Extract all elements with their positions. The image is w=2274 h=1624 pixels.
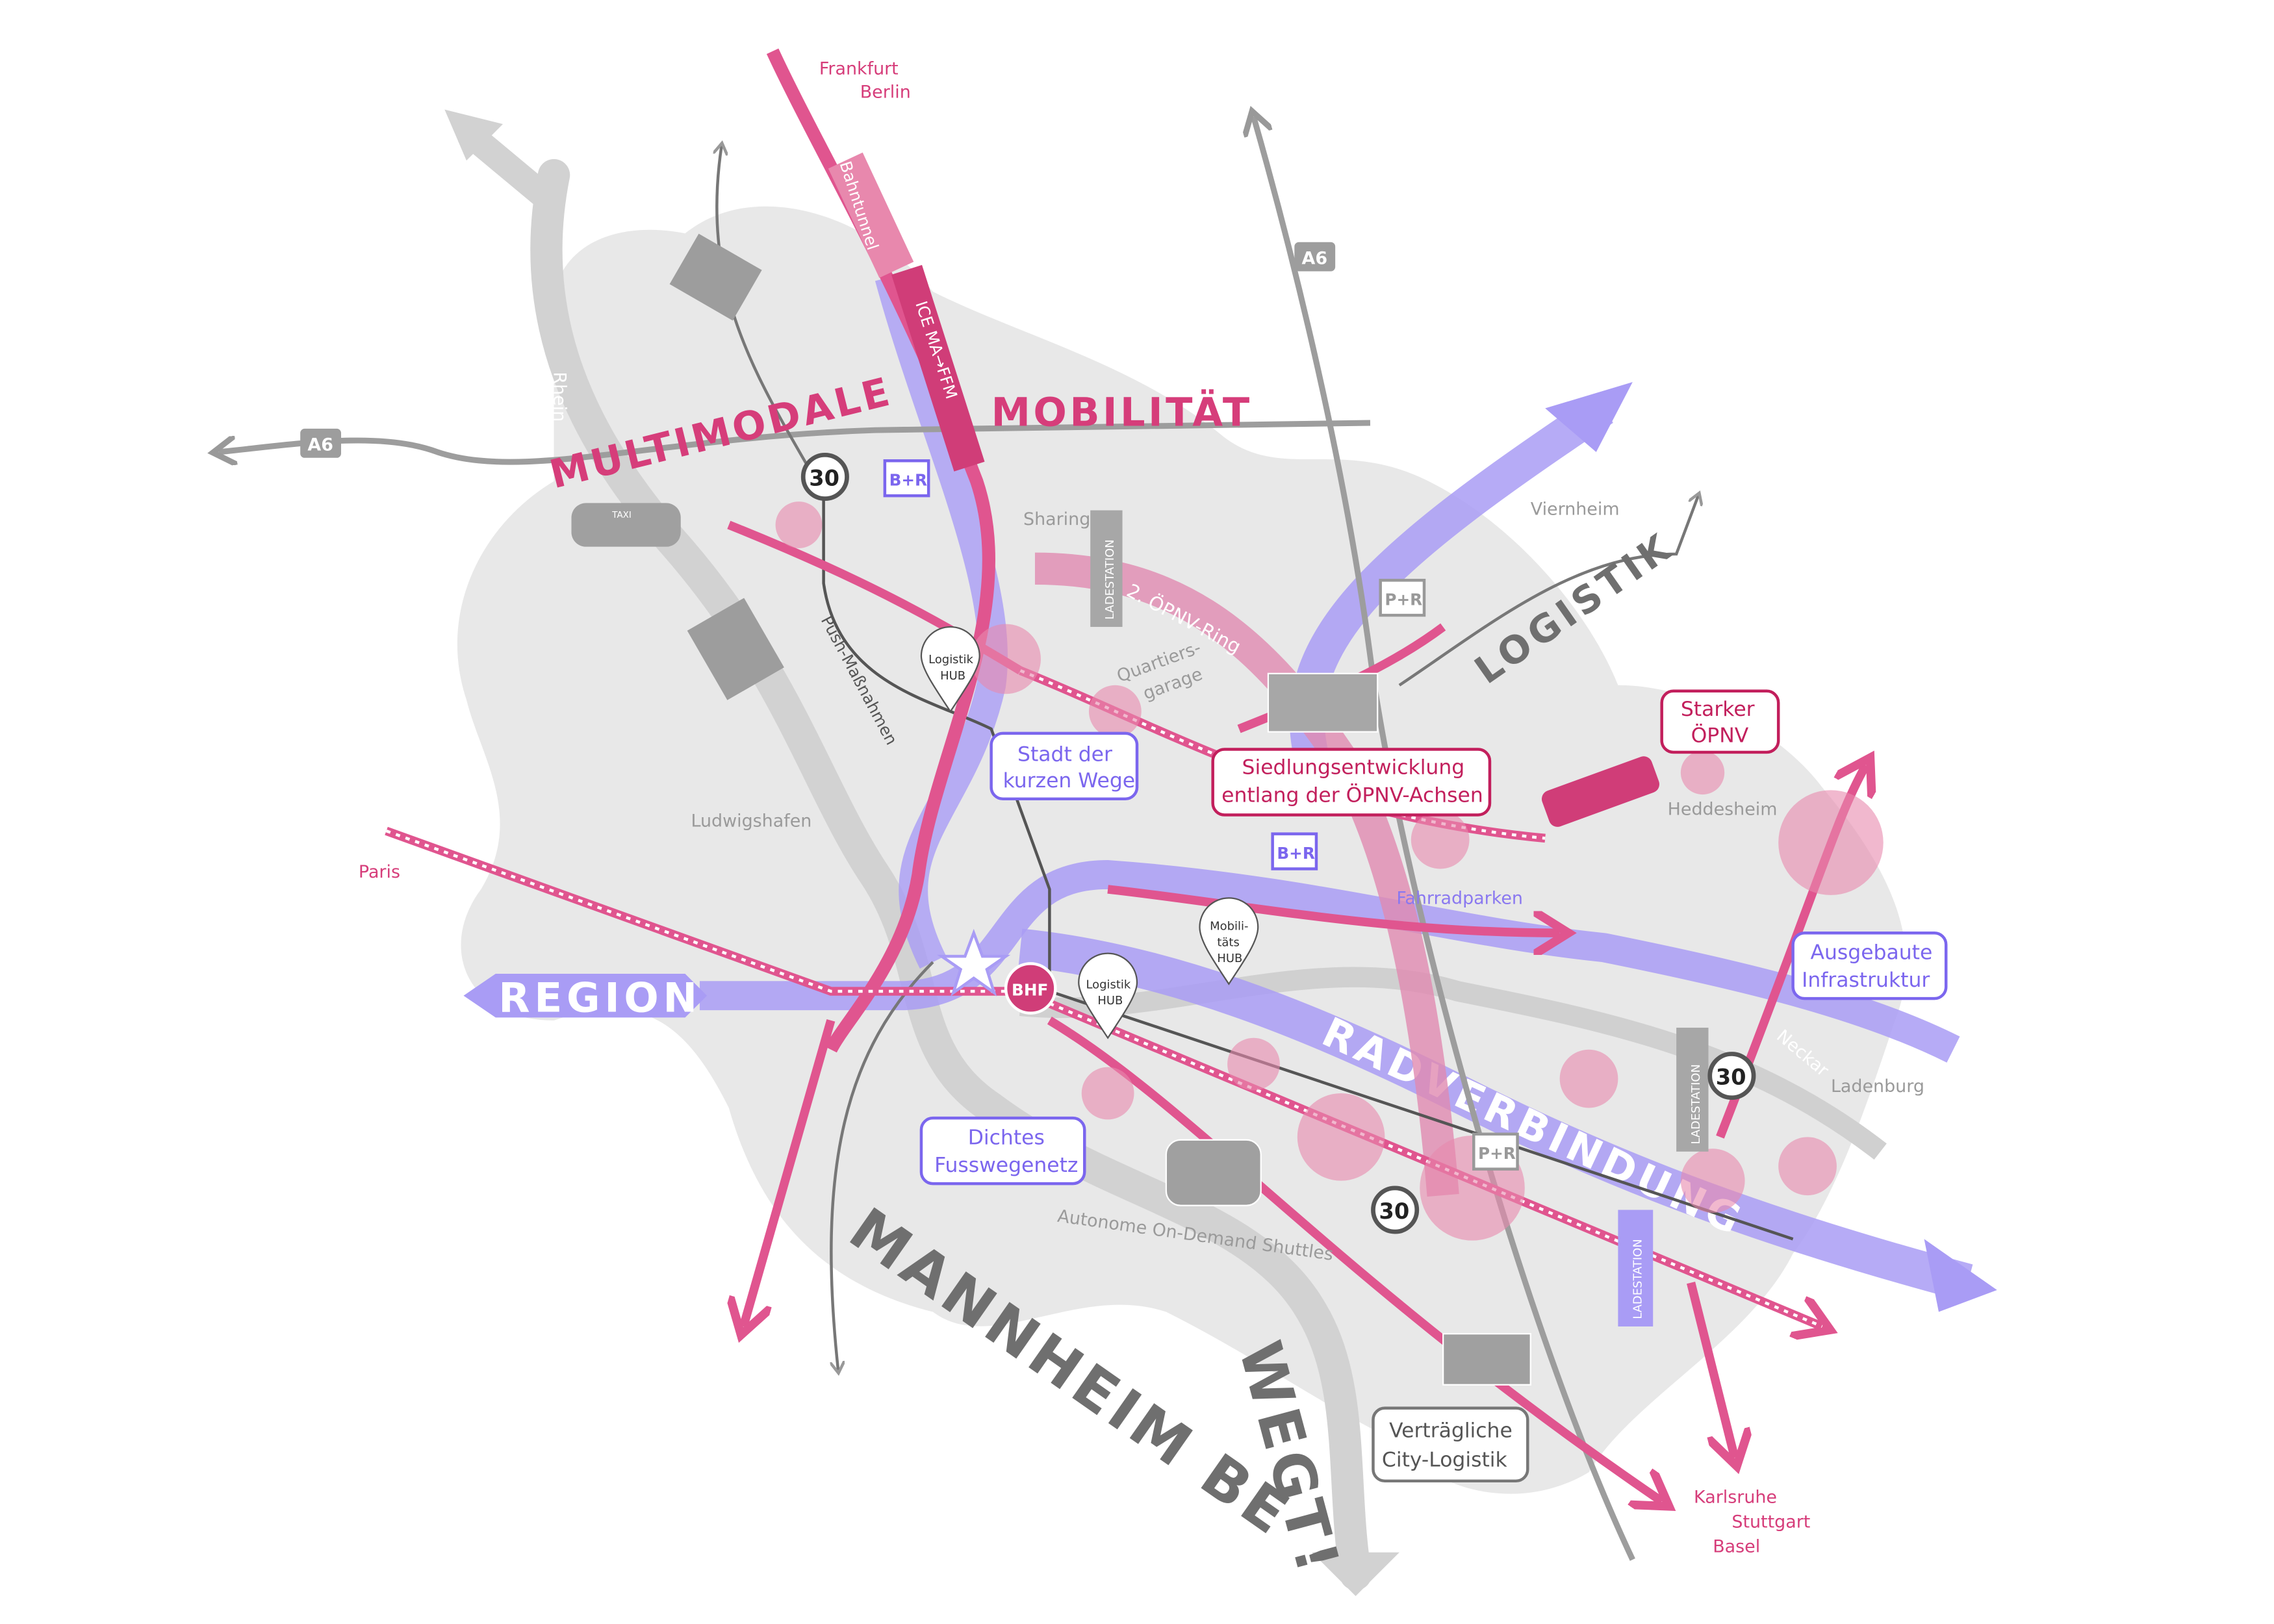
shuttle-icon [1165, 1139, 1262, 1206]
callout-stadt-der-kurzen-wege: Stadt der kurzen Wege [990, 731, 1139, 801]
region-label: REGION [498, 974, 702, 1021]
svg-text:Starker: Starker [1681, 698, 1755, 721]
place-karlsruhe: Karlsruhe [1694, 1487, 1777, 1507]
svg-text:30: 30 [1716, 1065, 1746, 1090]
svg-text:Verträgliche: Verträgliche [1389, 1419, 1513, 1443]
svg-text:ÖPNV: ÖPNV [1691, 722, 1749, 747]
logistik-road [1398, 496, 1698, 687]
svg-text:B+R: B+R [889, 470, 927, 489]
van-icon [669, 233, 762, 321]
bike-ride-sign: B+R [1271, 832, 1318, 870]
bike-ride-sign: B+R [883, 459, 930, 498]
svg-text:HUB: HUB [940, 669, 965, 683]
speed-limit-sign: 30 [1371, 1186, 1420, 1234]
svg-text:LADESTATION: LADESTATION [1631, 1239, 1644, 1319]
ship-icon [687, 598, 784, 700]
tram-icon [1541, 756, 1659, 827]
ice-train [891, 264, 985, 472]
place-berlin: Berlin [860, 82, 911, 103]
river-rhein-label: Rhein [550, 372, 570, 422]
svg-text:Logistik: Logistik [1086, 978, 1131, 991]
push-road [822, 481, 1794, 1241]
speed-limit-sign: 30 [800, 452, 849, 501]
taxi-icon: TAXI [571, 503, 681, 547]
place-basel: Basel [1713, 1537, 1760, 1557]
svg-text:täts: täts [1217, 935, 1239, 949]
svg-text:Logistik: Logistik [928, 653, 973, 666]
place-paris: Paris [359, 862, 400, 882]
svg-text:30: 30 [809, 465, 839, 490]
park-ride-sign: P+R [1472, 1132, 1519, 1171]
a6-badge-north: A6 [1294, 242, 1336, 272]
ladestation-tower: LADESTATION [1618, 1210, 1654, 1326]
sharing-label: Sharing [1023, 509, 1090, 529]
svg-text:HUB: HUB [1217, 952, 1242, 965]
place-stuttgart: Stuttgart [1731, 1512, 1810, 1532]
title-mobilitaet: MOBILITÄT [991, 388, 1253, 435]
svg-text:B+R: B+R [1277, 844, 1314, 863]
bahntunnel [828, 152, 914, 278]
svg-text:LADESTATION: LADESTATION [1689, 1064, 1703, 1144]
svg-text:Ausgebaute: Ausgebaute [1811, 941, 1933, 965]
place-ludwigshafen: Ludwigshafen [691, 811, 811, 831]
ladestation-tower: LADESTATION [1090, 510, 1123, 628]
svg-text:30: 30 [1379, 1199, 1409, 1224]
svg-text:Dichtes: Dichtes [968, 1126, 1045, 1150]
south-road [830, 961, 934, 1370]
svg-text:City-Logistik: City-Logistik [1382, 1448, 1508, 1471]
place-heddesheim: Heddesheim [1668, 799, 1778, 819]
svg-text:P+R: P+R [1478, 1144, 1516, 1163]
speed-limit-sign: 30 [1707, 1052, 1756, 1100]
svg-text:entlang der ÖPNV-Achsen: entlang der ÖPNV-Achsen [1221, 782, 1483, 807]
place-frankfurt: Frankfurt [819, 59, 899, 79]
delivery-truck-icon [1442, 1333, 1531, 1386]
ladestation-tower: LADESTATION [1676, 1028, 1709, 1152]
svg-text:LADESTATION: LADESTATION [1103, 539, 1117, 619]
place-ladenburg: Ladenburg [1831, 1076, 1924, 1097]
svg-text:A6: A6 [1302, 248, 1328, 268]
svg-text:kurzen Wege: kurzen Wege [1003, 769, 1136, 793]
svg-text:A6: A6 [307, 435, 333, 455]
svg-text:Fusswegenetz: Fusswegenetz [934, 1154, 1078, 1177]
star-icon [937, 928, 1011, 996]
svg-text:Infrastruktur: Infrastruktur [1802, 969, 1930, 992]
svg-text:Stadt der: Stadt der [1017, 742, 1112, 766]
place-viernheim: Viernheim [1531, 499, 1620, 519]
logistics-truck-icon [1267, 672, 1379, 733]
svg-text:HUB: HUB [1097, 994, 1123, 1008]
svg-text:Siedlungsentwicklung: Siedlungsentwicklung [1242, 756, 1465, 780]
svg-text:TAXI: TAXI [611, 511, 632, 520]
svg-text:P+R: P+R [1385, 590, 1422, 609]
radverbindung-route [1018, 928, 1973, 1301]
north-logistik-road [717, 146, 818, 482]
region-arrow [463, 974, 708, 1018]
svg-text:BHF: BHF [1012, 981, 1048, 1000]
svg-text:Mobili-: Mobili- [1210, 920, 1248, 933]
park-ride-sign: P+R [1379, 579, 1426, 617]
a6-motorway [1253, 117, 1635, 1561]
fahrradparken-label: Fahrradparken [1396, 888, 1523, 908]
region-bike-route [699, 860, 1960, 1063]
bhf-station: BHF [1004, 962, 1057, 1015]
a6-badge-west: A6 [300, 428, 341, 458]
